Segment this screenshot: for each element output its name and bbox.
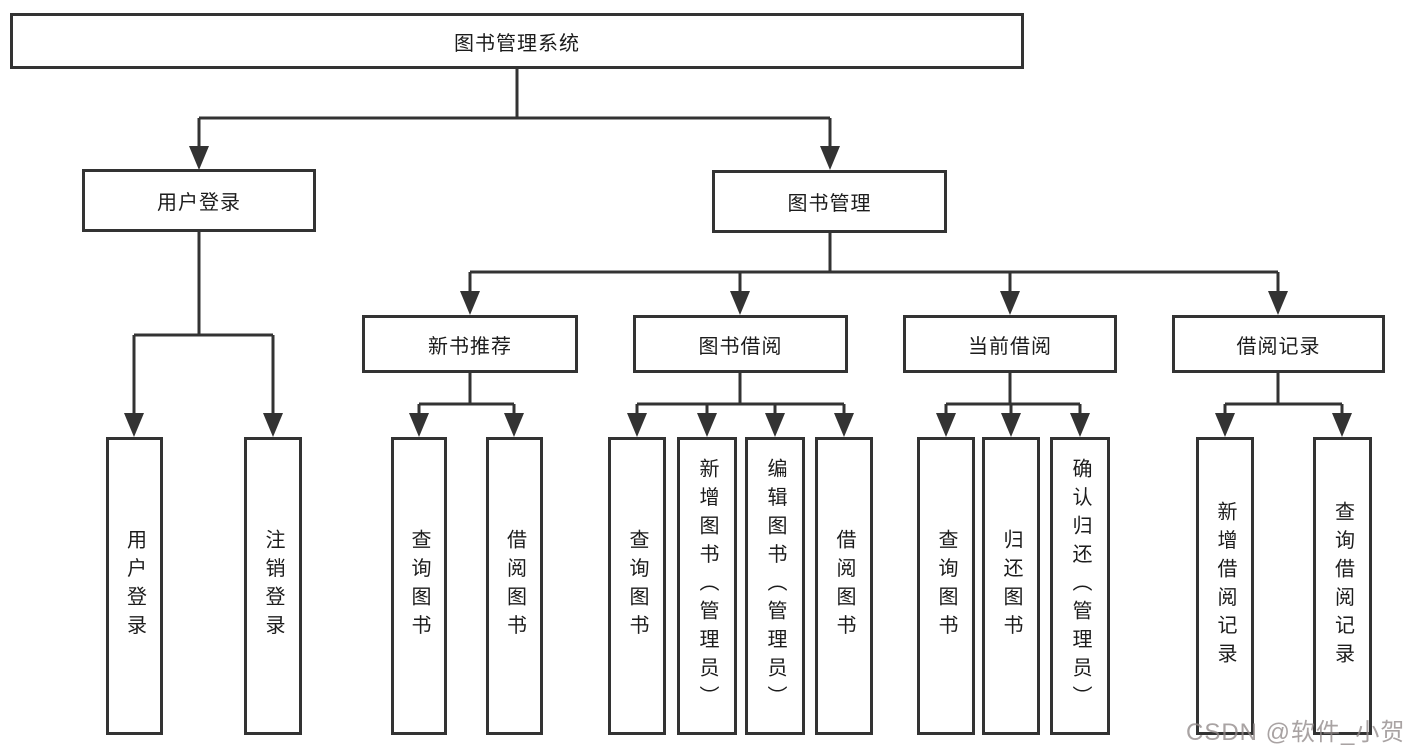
leaf-add-books-admin: 新增图书（管理员） bbox=[677, 437, 737, 735]
leaf-add-borrow-record: 新增借阅记录 bbox=[1196, 437, 1254, 735]
arrowheads bbox=[124, 146, 1352, 437]
node-current-borrow: 当前借阅 bbox=[903, 315, 1117, 373]
leaf-confirm-return-admin: 确认归还（管理员） bbox=[1050, 437, 1110, 735]
node-new-book-recommend: 新书推荐 bbox=[362, 315, 578, 373]
leaf-query-borrow-record: 查询借阅记录 bbox=[1313, 437, 1372, 735]
leaf-logout: 注销登录 bbox=[244, 437, 302, 735]
node-book-borrow: 图书借阅 bbox=[633, 315, 848, 373]
leaf-return-books: 归还图书 bbox=[982, 437, 1040, 735]
csdn-watermark: CSDN @软件_小贺同学 bbox=[1186, 719, 1405, 746]
leaf-edit-books-admin: 编辑图书（管理员） bbox=[745, 437, 805, 735]
node-borrow-records: 借阅记录 bbox=[1172, 315, 1385, 373]
leaf-user-login: 用户登录 bbox=[106, 437, 163, 735]
leaf-query-books-current: 查询图书 bbox=[917, 437, 975, 735]
leaf-borrow-books: 借阅图书 bbox=[815, 437, 873, 735]
leaf-borrow-books-recommend: 借阅图书 bbox=[486, 437, 543, 735]
leaf-query-books-borrow: 查询图书 bbox=[608, 437, 666, 735]
node-root-system: 图书管理系统 bbox=[10, 13, 1024, 69]
leaf-query-books-recommend: 查询图书 bbox=[391, 437, 447, 735]
node-user-login-branch: 用户登录 bbox=[82, 169, 316, 232]
node-book-management-branch: 图书管理 bbox=[712, 170, 947, 233]
tree-edges bbox=[132, 69, 1344, 417]
